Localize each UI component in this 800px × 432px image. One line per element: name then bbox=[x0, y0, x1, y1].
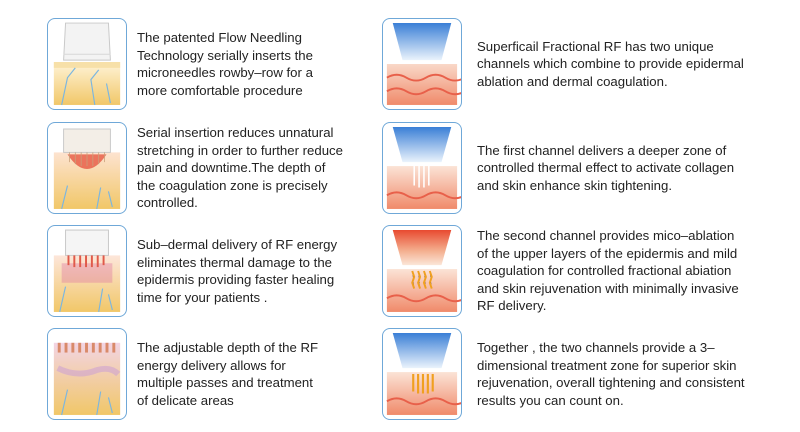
step-description: Serial insertion reduces unnatural stret… bbox=[137, 125, 343, 211]
right-step-4: Together , the two channels provide a 3–… bbox=[382, 328, 747, 420]
left-step-4: The adjustable depth of the RF energy de… bbox=[47, 328, 327, 420]
step-description: The first channel delivers a deeper zone… bbox=[477, 142, 735, 193]
fractional-rf-tip-illustration bbox=[382, 18, 462, 110]
step-description: Superficail Fractional RF has two unique… bbox=[477, 38, 744, 89]
left-step-2: Serial insertion reduces unnatural stret… bbox=[47, 122, 347, 214]
step-description: Together , the two channels provide a 3–… bbox=[477, 340, 745, 408]
right-step-1: Superficail Fractional RF has two unique… bbox=[382, 18, 762, 110]
right-step-3: The second channel provides mico–ablatio… bbox=[382, 225, 747, 317]
left-step-1: The patented Flow Needling Technology se… bbox=[47, 18, 337, 110]
right-step-2: The first channel delivers a deeper zone… bbox=[382, 122, 747, 214]
combined-channels-illustration bbox=[382, 328, 462, 420]
coagulation-zone-illustration bbox=[47, 122, 127, 214]
step-description: The adjustable depth of the RF energy de… bbox=[137, 340, 319, 408]
deep-thermal-channel-illustration bbox=[382, 122, 462, 214]
adjustable-depth-illustration bbox=[47, 328, 127, 420]
subdermal-delivery-illustration bbox=[47, 225, 127, 317]
micro-ablation-channel-illustration bbox=[382, 225, 462, 317]
step-description: The second channel provides mico–ablatio… bbox=[477, 228, 739, 314]
step-description: The patented Flow Needling Technology se… bbox=[137, 30, 313, 98]
left-step-3: Sub–dermal delivery of RF energy elimina… bbox=[47, 225, 342, 317]
needle-insertion-illustration bbox=[47, 18, 127, 110]
step-description: Sub–dermal delivery of RF energy elimina… bbox=[137, 237, 338, 305]
